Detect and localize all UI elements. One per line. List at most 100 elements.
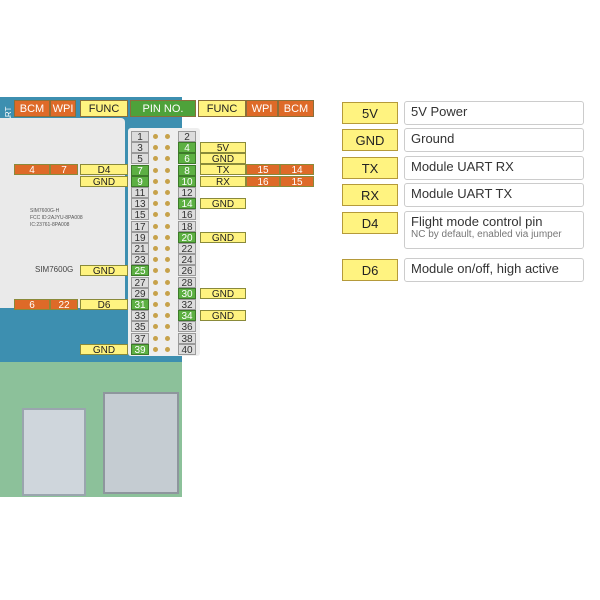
module-line: SIM7600G-H [30,208,60,214]
header-pin-dot [153,335,158,341]
module-lines: SIM7600G-H FCC ID:2AJYU-8PA008 IC:23761-… [30,208,83,229]
header-bcm-left: BCM [14,100,50,117]
legend-desc-tx: Module UART RX [404,156,584,180]
pin9-func: GND [80,176,128,188]
pin10-bcm: 15 [280,176,314,188]
header-pin-dot [153,178,158,184]
pin-31: 31 [131,299,149,311]
header-pin-dot [165,324,170,330]
header-pin-dot [165,335,170,341]
sim-module: SIM7600G-H FCC ID:2AJYU-8PA008 IC:23761-… [0,118,125,308]
pin-39: 39 [131,343,149,356]
pin-35: 35 [131,321,149,333]
pin-34: 34 [178,310,196,322]
header-pin-dot [165,212,170,218]
pin7-wpi: 7 [50,164,78,176]
legend-key-rx: RX [342,184,398,206]
pin-12: 12 [178,187,196,199]
pin7-func: D4 [80,164,128,176]
pin34-func: GND [200,310,246,322]
header-pin-dot [153,257,158,263]
pin-13: 13 [131,198,149,210]
pin8-bcm: 14 [280,164,314,176]
header-pin-dot [165,346,170,352]
module-line: IC:23761-8PA008 [30,222,70,228]
header-pin-dot [153,156,158,162]
pin-16: 16 [178,209,196,221]
pin-18: 18 [178,220,196,233]
legend-sub-text: NC by default, enabled via jumper [411,229,562,240]
pin-36: 36 [178,321,196,333]
pin-37: 37 [131,332,149,345]
pin-3: 3 [131,142,149,154]
header-pin-dot [153,212,158,218]
pin-21: 21 [131,243,149,255]
pin-20: 20 [178,231,196,244]
header-pin-dot [165,167,170,173]
module-model: SIM7600G [35,265,74,274]
pin-22: 22 [178,243,196,255]
legend-desc-d6: Module on/off, high active [404,258,584,282]
header-pin-dot [153,201,158,207]
pin-5: 5 [131,153,149,165]
legend-desc-text: Module UART RX [411,159,514,174]
pin-4: 4 [178,142,196,154]
header-pin-no: PIN NO. [130,100,196,117]
pin-27: 27 [131,276,149,289]
legend-desc-d4: Flight mode control pin NC by default, e… [404,211,584,249]
pin25-func: GND [80,265,128,277]
header-pin-dot [165,257,170,263]
legend-desc-text: Module UART TX [411,186,513,201]
pin-28: 28 [178,276,196,289]
pin8-wpi: 15 [246,164,280,176]
pin-6: 6 [178,153,196,165]
pin4-func: 5V [200,142,246,154]
legend-desc-text: 5V Power [411,104,468,119]
header-pin-dot [153,268,158,274]
header-pin-dot [153,346,158,352]
header-pin-dot [153,313,158,319]
pin-2: 2 [178,131,196,143]
pin-38: 38 [178,332,196,345]
pin30-func: GND [200,288,246,300]
header-pin-dot [165,201,170,207]
header-func-left: FUNC [80,100,128,117]
legend-key-d4: D4 [342,212,398,234]
header-pin-dot [153,145,158,151]
header-pin-dot [165,302,170,307]
legend-desc-5v: 5V Power [404,101,584,125]
legend-key-gnd: GND [342,129,398,151]
header-wpi-right: WPI [246,100,278,117]
pin20-func: GND [200,232,246,244]
legend-key-5v: 5V [342,102,398,124]
header-pin-dot [165,246,170,251]
module-line: FCC ID:2AJYU-8PA008 [30,215,83,221]
pin10-wpi: 16 [246,176,280,188]
pin7-bcm: 4 [14,164,50,176]
header-pin-dot [153,134,158,139]
pin-8: 8 [178,164,196,177]
pin-33: 33 [131,310,149,322]
pin8-func: TX [200,164,246,176]
pin-29: 29 [131,287,149,300]
header-pin-dot [153,234,158,240]
header-pin-dot [165,268,170,274]
ethernet-port [103,392,179,494]
header-bcm-right: BCM [278,100,314,117]
header-pin-dot [153,302,158,307]
legend-desc-rx: Module UART TX [404,183,584,207]
header-pin-dot [153,290,158,296]
legend-desc-text: Module on/off, high active [411,261,559,276]
legend-desc-text: Ground [411,131,455,146]
header-pin-dot [165,156,170,162]
legend-key-d6: D6 [342,259,398,281]
legend-desc-text: Flight mode control pin [411,214,543,229]
header-pin-dot [165,223,170,229]
header-pin-dot [153,279,158,285]
pin-7: 7 [131,164,149,177]
pin-9: 9 [131,175,149,188]
pin31-bcm: 6 [14,299,50,311]
pin31-func: D6 [80,299,128,311]
legend-desc-gnd: Ground [404,128,584,152]
